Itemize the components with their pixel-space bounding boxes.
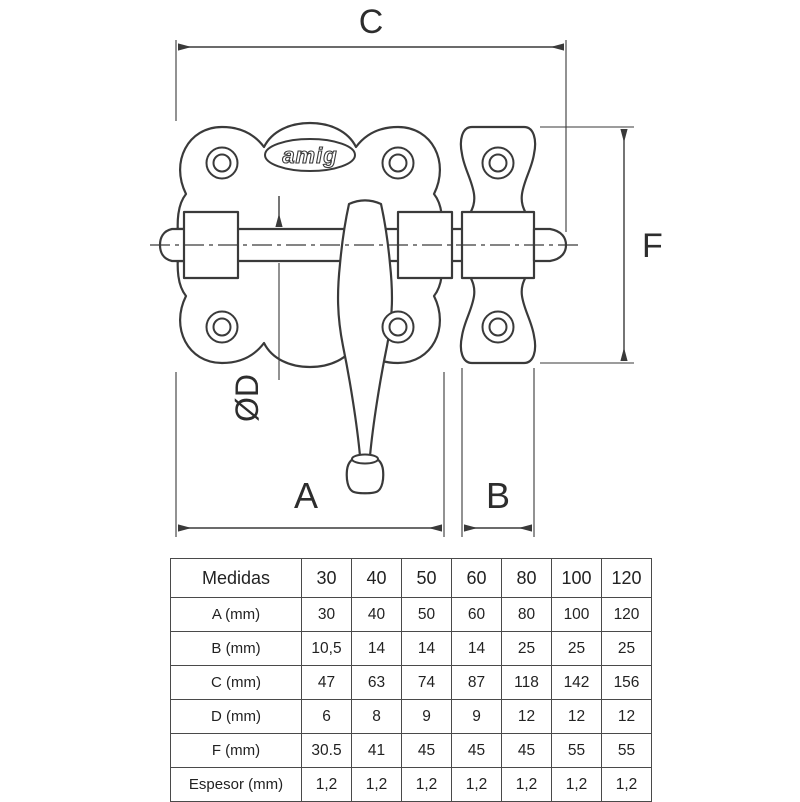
- size-column-header: 40: [351, 558, 402, 598]
- table-cell: 1,2: [551, 767, 602, 802]
- table-cell: 12: [601, 699, 652, 734]
- handle: [336, 199, 394, 458]
- screw-hole: [481, 310, 515, 344]
- row-label: A (mm): [170, 597, 302, 632]
- screw-hole: [481, 146, 515, 180]
- size-column-header: 100: [551, 558, 602, 598]
- dimension-f-label: F: [642, 227, 663, 265]
- table-cell: 12: [551, 699, 602, 734]
- table-cell: 14: [451, 631, 502, 666]
- handle-knob-top: [351, 453, 379, 465]
- size-column-header: 60: [451, 558, 502, 598]
- table-cell: 6: [301, 699, 352, 734]
- screw-hole: [381, 310, 415, 344]
- table-cell: 1,2: [351, 767, 402, 802]
- dimension-c-label: C: [359, 3, 384, 41]
- size-column-header: 30: [301, 558, 352, 598]
- row-label: C (mm): [170, 665, 302, 700]
- table-cell: 63: [351, 665, 402, 700]
- table-corner-header: Medidas: [170, 558, 302, 598]
- screw-hole: [205, 310, 239, 344]
- latch-body: amig: [158, 121, 568, 495]
- dimension-c: C: [175, 3, 567, 232]
- size-column-header: 120: [601, 558, 652, 598]
- table-cell: 120: [601, 597, 652, 632]
- brand-logo-oval: [264, 138, 356, 172]
- table-cell: 60: [451, 597, 502, 632]
- handle-knob: [345, 454, 385, 495]
- table-cell: 1,2: [501, 767, 552, 802]
- table-cell: 55: [551, 733, 602, 768]
- table-cell: 8: [351, 699, 402, 734]
- table-cell: 25: [501, 631, 552, 666]
- table-cell: 80: [501, 597, 552, 632]
- dimension-d: ØD: [229, 196, 283, 422]
- row-label: F (mm): [170, 733, 302, 768]
- row-label: D (mm): [170, 699, 302, 734]
- table-cell: 156: [601, 665, 652, 700]
- row-label: B (mm): [170, 631, 302, 666]
- screw-hole: [381, 146, 415, 180]
- table-cell: 41: [351, 733, 402, 768]
- table-cell: 47: [301, 665, 352, 700]
- table-cell: 9: [401, 699, 452, 734]
- dimension-d-label: ØD: [229, 374, 265, 422]
- table-cell: 10,5: [301, 631, 352, 666]
- table-cell: 12: [501, 699, 552, 734]
- table-cell: 118: [501, 665, 552, 700]
- table-cell: 74: [401, 665, 452, 700]
- dimension-b: B: [461, 368, 535, 537]
- table-cell: 55: [601, 733, 652, 768]
- table-cell: 1,2: [601, 767, 652, 802]
- table-cell: 9: [451, 699, 502, 734]
- table-cell: 1,2: [401, 767, 452, 802]
- table-cell: 50: [401, 597, 452, 632]
- latch-technical-drawing: C F A B: [150, 3, 663, 537]
- dimension-a: A: [175, 372, 445, 537]
- table-cell: 45: [401, 733, 452, 768]
- screw-hole: [205, 146, 239, 180]
- brand-logo-text: amig: [282, 143, 337, 168]
- table-cell: 14: [351, 631, 402, 666]
- table-cell: 142: [551, 665, 602, 700]
- table-cell: 25: [601, 631, 652, 666]
- dimension-f: F: [540, 126, 663, 364]
- table-cell: 40: [351, 597, 402, 632]
- table-cell: 45: [501, 733, 552, 768]
- dimension-b-label: B: [486, 475, 510, 516]
- table-cell: 45: [451, 733, 502, 768]
- size-column-header: 50: [401, 558, 452, 598]
- table-cell: 100: [551, 597, 602, 632]
- table-cell: 25: [551, 631, 602, 666]
- size-column-header: 80: [501, 558, 552, 598]
- table-cell: 1,2: [451, 767, 502, 802]
- table-cell: 87: [451, 665, 502, 700]
- dimension-a-label: A: [294, 475, 318, 516]
- table-cell: 14: [401, 631, 452, 666]
- table-cell: 1,2: [301, 767, 352, 802]
- table-cell: 30.5: [301, 733, 352, 768]
- table-cell: 30: [301, 597, 352, 632]
- technical-drawing-area: C F A B: [150, 3, 663, 537]
- row-label: Espesor (mm): [170, 767, 302, 802]
